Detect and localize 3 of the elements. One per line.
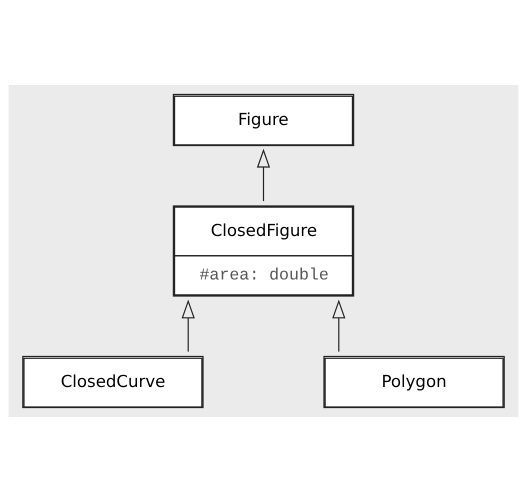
arrow bbox=[332, 299, 346, 352]
arrow bbox=[256, 148, 270, 202]
arrow bbox=[182, 299, 195, 352]
